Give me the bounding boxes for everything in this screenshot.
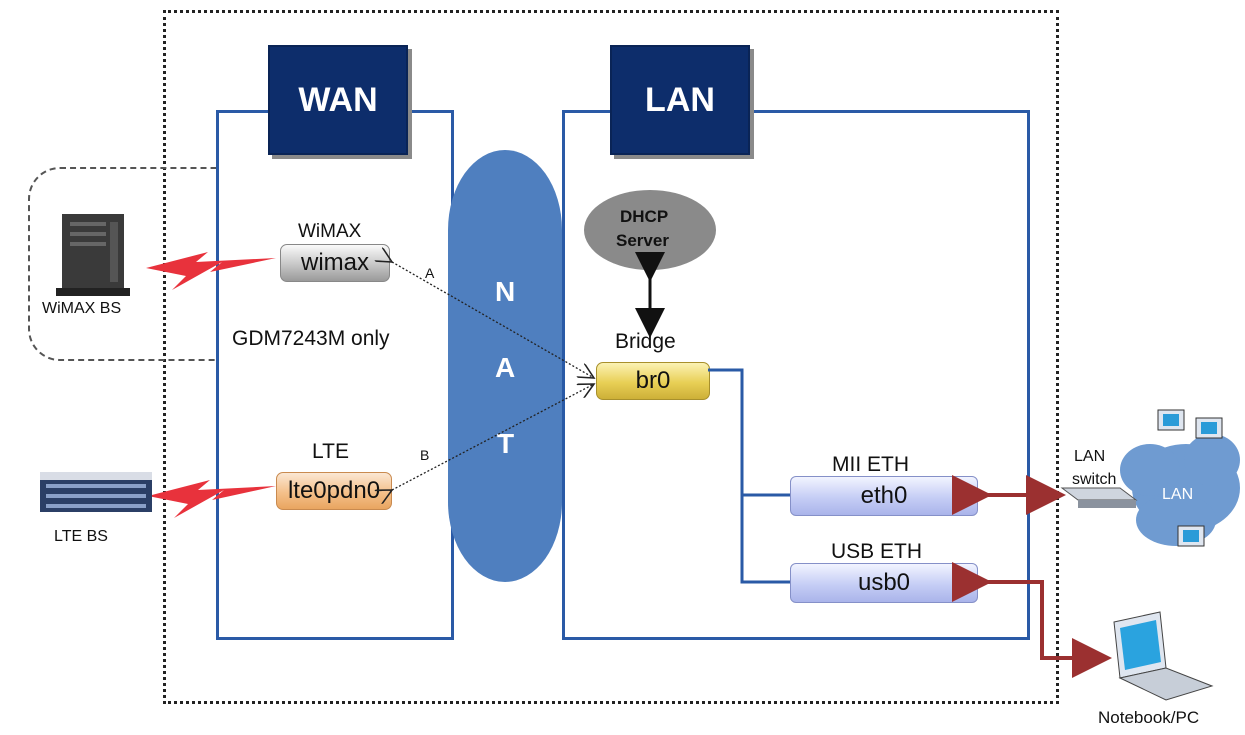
lte-bs-label: LTE BS (54, 528, 108, 545)
lan-switch-label-2: switch (1072, 471, 1117, 488)
lan-tab: LAN (610, 45, 750, 155)
link-b-line (392, 384, 594, 490)
eth0-interface: eth0 (790, 476, 978, 516)
link-a-line (392, 262, 594, 378)
lan-cloud-label: LAN (1162, 486, 1194, 503)
wimax-bs-label: WiMAX BS (42, 300, 122, 317)
notebook-icon (1113, 611, 1214, 701)
usb0-interface: usb0 (790, 563, 978, 603)
lte-title: LTE (312, 440, 349, 463)
lte-lightning-icon (148, 480, 276, 518)
lan-switch-label-1: LAN (1074, 448, 1106, 465)
wimax-note: GDM7243M only (232, 327, 390, 350)
bridge-tree-line (708, 368, 790, 584)
wimax-bs-icon (56, 214, 130, 296)
dhcp-line2: Server (616, 231, 669, 250)
usb-eth-title: USB ETH (831, 540, 923, 563)
lte-bs-icon (40, 472, 152, 512)
bridge-interface: br0 (596, 362, 710, 400)
lan-cloud-icon (1120, 409, 1240, 547)
device-boundary (163, 10, 1059, 704)
notebook-label: Notebook/PC (1098, 708, 1200, 727)
dhcp-line1: DHCP (620, 207, 669, 226)
wimax-interface: wimax (280, 244, 390, 282)
wimax-lightning-icon (146, 252, 276, 290)
lte-interface: lte0pdn0 (276, 472, 392, 510)
mii-eth-title: MII ETH (832, 453, 909, 476)
link-b-label: B (420, 447, 430, 463)
lan-switch-icon (1060, 487, 1138, 508)
link-a-label: A (425, 265, 435, 281)
usb0-notebook-arrow (952, 562, 1112, 678)
wan-tab: WAN (268, 45, 408, 155)
wimax-title: WiMAX (298, 221, 362, 242)
